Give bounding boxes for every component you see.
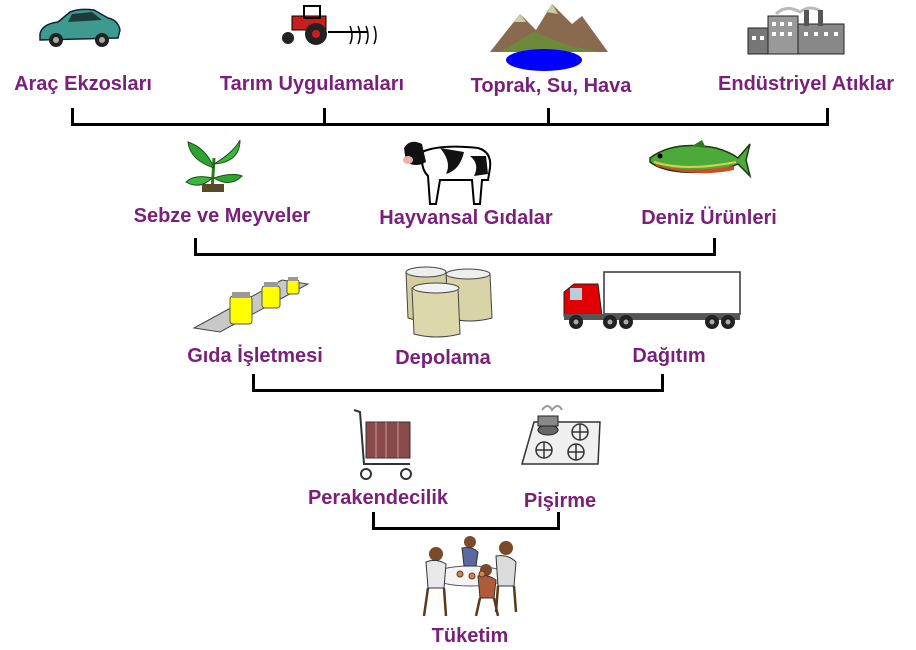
factory-icon [746, 6, 850, 56]
bracket-foods [194, 238, 716, 256]
tractor-icon [276, 2, 386, 48]
bracket-sources [71, 108, 829, 126]
plant-icon [184, 138, 244, 194]
conveyor-jars-icon [192, 276, 310, 334]
label-cooking: Pişirme [523, 490, 597, 512]
car-icon [36, 6, 122, 48]
truck-icon [560, 270, 744, 334]
label-vegetables-fruits: Sebze ve Meyveler [133, 205, 311, 227]
mountain-lake-icon [490, 2, 608, 72]
fish-icon [646, 138, 752, 180]
label-agriculture: Tarım Uygulamaları [219, 73, 405, 95]
label-seafood: Deniz Ürünleri [641, 207, 777, 229]
label-retailing: Perakendecilik [307, 487, 449, 509]
cow-icon [400, 134, 496, 206]
label-consumption: Tüketim [431, 625, 509, 647]
family-dining-icon [416, 532, 522, 618]
bracket-tick [547, 108, 550, 126]
label-car-exhaust: Araç Ekzosları [14, 73, 152, 95]
bracket-processing [252, 374, 664, 392]
label-soil-water-air: Toprak, Su, Hava [470, 75, 632, 97]
label-industrial-waste: Endüstriyel Atıklar [718, 73, 894, 95]
bracket-tick [323, 108, 326, 126]
label-food-plant: Gıda İşletmesi [187, 345, 323, 367]
label-storage: Depolama [395, 347, 491, 369]
bracket-retail [372, 512, 560, 530]
sacks-icon [404, 266, 494, 338]
shopping-cart-icon [352, 408, 416, 482]
label-distribution: Dağıtım [632, 345, 706, 367]
label-animal-foods: Hayvansal Gıdalar [379, 207, 553, 229]
stove-icon [518, 402, 604, 470]
